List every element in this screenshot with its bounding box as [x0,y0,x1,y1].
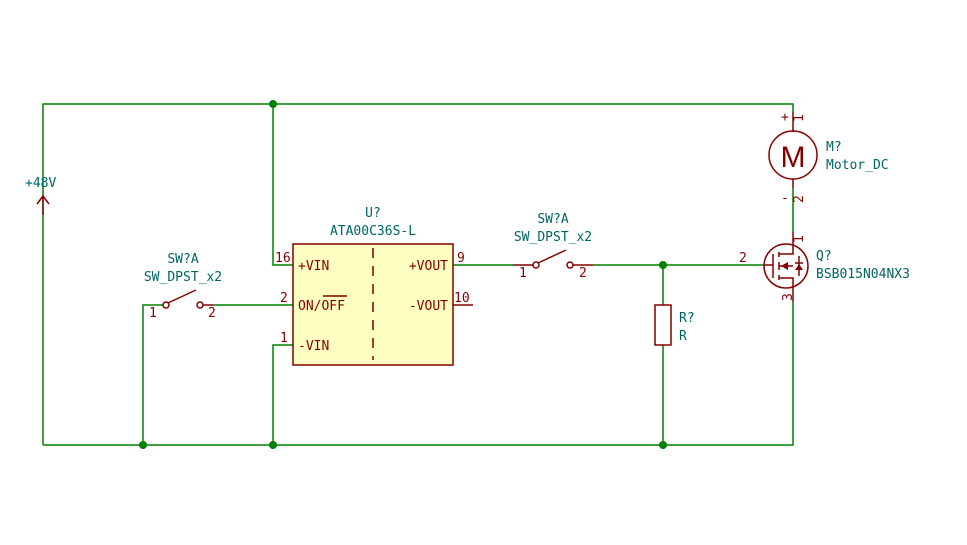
resistor-value: R [679,329,687,344]
switch-left-contact [196,301,204,309]
motor-pin-minus: - [781,191,789,206]
motor-pin-plus: + [781,110,789,125]
switch-right-value: SW_DPST_x2 [514,230,592,245]
ic-pin-num-vin-plus: 16 [275,251,291,266]
ic-pin-num-vout-plus: 9 [457,251,465,266]
switch-left-value: SW_DPST_x2 [144,270,222,285]
junctions [139,100,667,449]
mosfet-body [763,243,809,289]
wires [42,103,794,446]
motor[interactable]: M + 1 - 2 M? Motor_DC [768,110,889,206]
wire-left-switch-pin1 [142,304,163,445]
mosfet-diode-icon [795,264,803,270]
junction-dot [659,441,667,449]
ic-pin-name-vin-minus: -VIN [298,339,329,354]
ic-pin-name-off: OFF [321,299,345,314]
mosfet-pin-gate: 2 [739,251,747,266]
switch-left-pin2: 2 [208,306,216,321]
ic-pin-name-on: ON/ [298,299,321,314]
wire-bottom-rail [43,302,794,446]
junction-dot [139,441,147,449]
switch-right-pin1: 1 [519,266,527,281]
switch-right-lever [537,249,567,264]
junction-dot [269,441,277,449]
switch-right-contact [566,261,574,269]
mosfet[interactable]: 2 1 3 Q? BSB015N04NX3 [739,232,910,302]
mosfet-arrow-icon [781,262,788,270]
motor-pin2: 2 [792,195,807,203]
mosfet-pin-source: 3 [781,293,796,301]
switch-left-contact [162,301,170,309]
ic-converter[interactable]: U? ATA00C36S-L 16 +VIN 2 ON/OFF 1 -VIN 9… [275,206,473,366]
ic-ref: U? [365,206,381,221]
ic-value: ATA00C36S-L [330,224,416,239]
junction-dot [269,100,277,108]
ic-pin-name-vout-plus: +VOUT [409,259,448,274]
wire-vin-plus [272,104,293,266]
switch-left-lever [167,289,197,304]
switch-right-pin2: 2 [579,266,587,281]
mosfet-ref: Q? [816,249,832,264]
motor-value: Motor_DC [826,158,889,173]
mosfet-drain-path [779,232,794,255]
resistor-ref: R? [679,311,695,326]
switch-left[interactable]: SW?A SW_DPST_x2 1 2 [144,252,222,321]
switch-right-ref: SW?A [537,212,568,227]
resistor[interactable]: R? R [654,304,695,346]
wire-vin-minus [272,344,293,445]
power-flag-48v[interactable]: +48V [25,176,56,215]
ic-pin-name-on-off: ON/OFF [298,299,345,314]
mosfet-value: BSB015N04NX3 [816,267,910,282]
ic-pin-num-vout-minus: 10 [454,291,470,306]
power-label: +48V [25,176,56,191]
junction-dot [659,261,667,269]
switch-left-pin1: 1 [149,306,157,321]
mosfet-pin-drain: 1 [792,235,807,243]
ic-pin-name-vin-plus: +VIN [298,259,329,274]
ic-pin-num-on-off: 2 [280,291,288,306]
motor-ref: M? [826,140,842,155]
switch-right[interactable]: SW?A SW_DPST_x2 1 2 [513,212,593,281]
mosfet-source-path [779,277,794,302]
wire-top-rail [42,103,794,445]
resistor-body [654,304,672,346]
ic-pin-name-vout-minus: -VOUT [409,299,448,314]
motor-pin1: 1 [792,114,807,122]
ic-pin-num-vin-minus: 1 [280,331,288,346]
motor-symbol: M [781,141,806,174]
switch-left-ref: SW?A [167,252,198,267]
